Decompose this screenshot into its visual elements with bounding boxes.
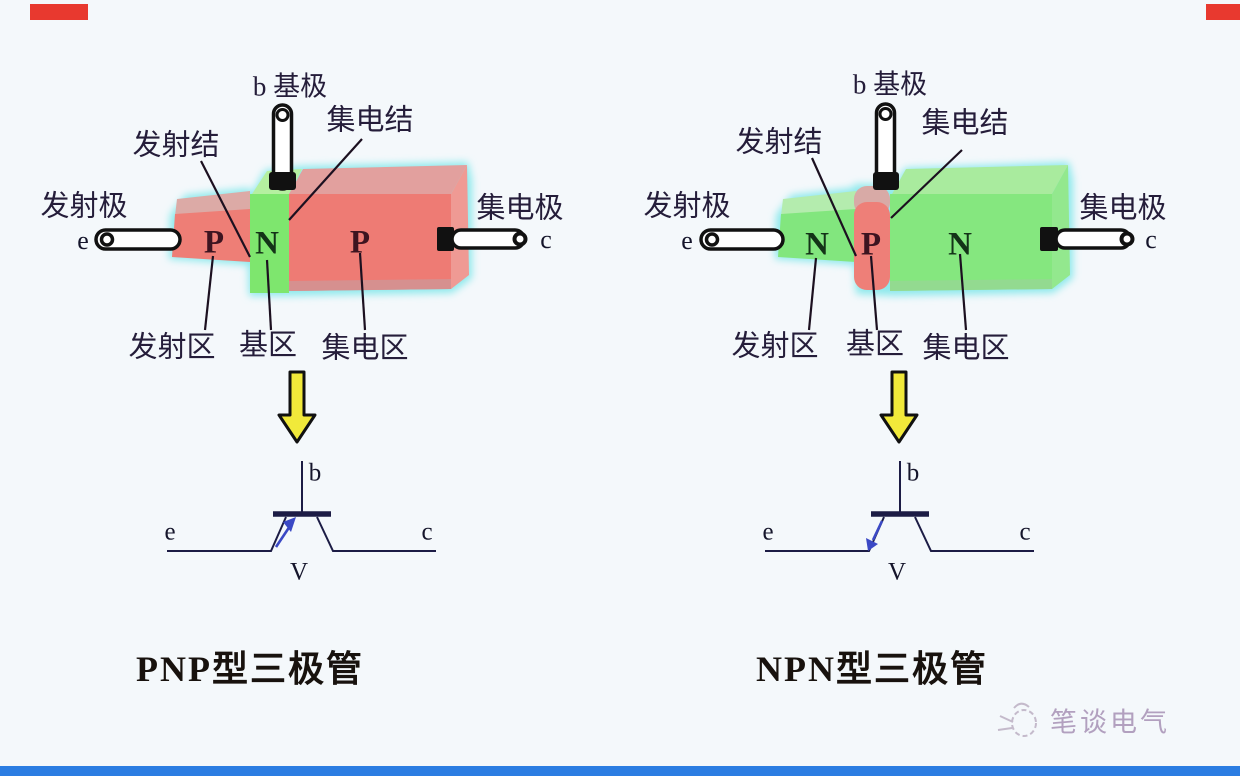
watermark-text: 笔谈电气 (1050, 707, 1170, 738)
npn-collector-region-top-face (892, 165, 1068, 194)
npn-collector-terminal-label: 集电极 (1079, 192, 1167, 225)
pnp-collector-lead-tip (437, 227, 454, 251)
pnp-collector-lead-end-ring (512, 231, 528, 247)
npn-down-arrow-icon (879, 370, 919, 444)
npn-emitter-lead-end-ring (704, 232, 720, 247)
pnp-emitter-pin: e (77, 226, 89, 255)
pnp-symbol-base-pin: b (308, 459, 322, 487)
npn-emitter-region-front (778, 209, 856, 262)
pnp-base-region-line (265, 259, 273, 331)
top-left-red-bar (30, 4, 88, 20)
pnp-region-letter-collector: P (349, 224, 371, 261)
npn-emitter-region-line (807, 257, 818, 331)
npn-region-name-collector: 集电区 (922, 332, 1010, 365)
npn-title: NPN型三极管 (756, 649, 988, 689)
npn-pointer-lines (807, 149, 968, 331)
pnp-collector-region-line (358, 252, 367, 331)
npn-collector-lead (1054, 228, 1132, 250)
npn-schematic-symbol (765, 461, 1034, 552)
pnp-collector-pin: c (540, 225, 552, 254)
pnp-pointer-lines (200, 138, 367, 331)
pnp-region-letter-emitter: P (203, 224, 225, 261)
pnp-emitter-region-top-face (175, 191, 250, 216)
pnp-symbol-collector-line (316, 516, 436, 552)
pnp-collector-region-bottom-shade (289, 279, 451, 291)
pnp-symbol-arrow-line (274, 525, 292, 548)
npn-emitter-region-top-face (781, 191, 856, 216)
npn-collector-pin: c (1145, 225, 1157, 254)
pnp-symbol-emitter-line (167, 516, 287, 552)
npn-collector-region-line (958, 253, 968, 331)
pnp-collector-junction-label: 集电结 (326, 104, 414, 137)
pnp-emitter-region-front (172, 209, 250, 262)
npn-symbol-arrowhead (866, 538, 878, 551)
pnp-collector-terminal-label: 集电极 (476, 192, 564, 225)
npn-symbol-base-pin: b (906, 459, 920, 487)
pnp-symbol-arrowhead (283, 517, 296, 532)
pnp-base-terminal-label: b 基极 (252, 71, 328, 102)
npn-base-terminal-label: b 基极 (852, 69, 928, 100)
bottom-blue-bar (0, 766, 1240, 776)
pnp-emitter-junction-label: 发射结 (132, 129, 220, 162)
pnp-schematic-symbol (167, 461, 436, 552)
pnp-symbol-designator: V (289, 558, 309, 586)
npn-region-letter-base: P (860, 226, 882, 263)
npn-base-region-line (869, 255, 879, 331)
npn-leads (699, 102, 1135, 251)
pnp-emitter-lead (94, 228, 182, 251)
npn-symbol-emitter-line (765, 516, 885, 552)
watermark-logo-icon (997, 702, 1037, 737)
pnp-base-region-front (250, 194, 289, 293)
pnp-base-lead-tip (269, 172, 296, 190)
pnp-emitter-junction-line (200, 160, 251, 258)
npn-region-name-emitter: 发射区 (731, 330, 819, 363)
pnp-collector-region-front (289, 194, 451, 291)
pnp-emitter-lead-end-ring (99, 232, 115, 247)
pnp-emitter-terminal-label: 发射极 (40, 190, 128, 223)
npn-collector-region-bottom-shade (890, 279, 1052, 291)
pnp-down-arrow-icon (277, 370, 317, 444)
npn-base-region-front (854, 202, 890, 290)
pnp-collector-junction-line (288, 138, 363, 221)
npn-symbol-emitter-pin: e (762, 518, 774, 546)
npn-symbol-collector-pin: c (1019, 518, 1031, 546)
npn-transistor-body (775, 162, 1073, 296)
pnp-collector-region-right-face (451, 165, 469, 289)
npn-symbol-collector-line (914, 516, 1034, 552)
npn-collector-junction-line (890, 149, 963, 219)
npn-region-letter-collector: N (948, 226, 972, 263)
npn-emitter-junction-line (810, 157, 858, 257)
npn-collector-lead-tip (1040, 227, 1058, 251)
pnp-leads (94, 103, 528, 251)
pnp-region-name-base: 基区 (238, 329, 298, 362)
npn-emitter-lead (699, 228, 785, 251)
pnp-emitter-region-line (203, 255, 215, 331)
pnp-base-lead-end-ring (275, 108, 290, 122)
npn-collector-region-front (890, 194, 1052, 291)
pnp-region-name-collector: 集电区 (321, 332, 409, 365)
npn-emitter-junction-label: 发射结 (735, 126, 823, 159)
npn-collector-lead-end-ring (1119, 231, 1135, 247)
pnp-symbol-emitter-pin: e (164, 518, 176, 546)
pnp-region-letter-base: N (255, 225, 279, 262)
npn-collector-junction-label: 集电结 (921, 107, 1009, 140)
pnp-symbol-collector-pin: c (421, 518, 433, 546)
npn-symbol-arrow-line (871, 520, 884, 541)
npn-region-letter-emitter: N (805, 226, 829, 263)
npn-base-lead-tip (873, 172, 899, 190)
pnp-region-name-emitter: 发射区 (128, 331, 216, 364)
npn-collector-region-right-face (1052, 165, 1070, 289)
npn-emitter-pin: e (681, 226, 693, 255)
npn-region-name-base: 基区 (845, 328, 905, 361)
npn-symbol-designator: V (887, 558, 907, 586)
top-right-red-bar (1206, 4, 1240, 20)
npn-emitter-terminal-label: 发射极 (643, 190, 731, 223)
pnp-title: PNP型三极管 (136, 649, 364, 689)
npn-base-lead-end-ring (878, 107, 893, 121)
